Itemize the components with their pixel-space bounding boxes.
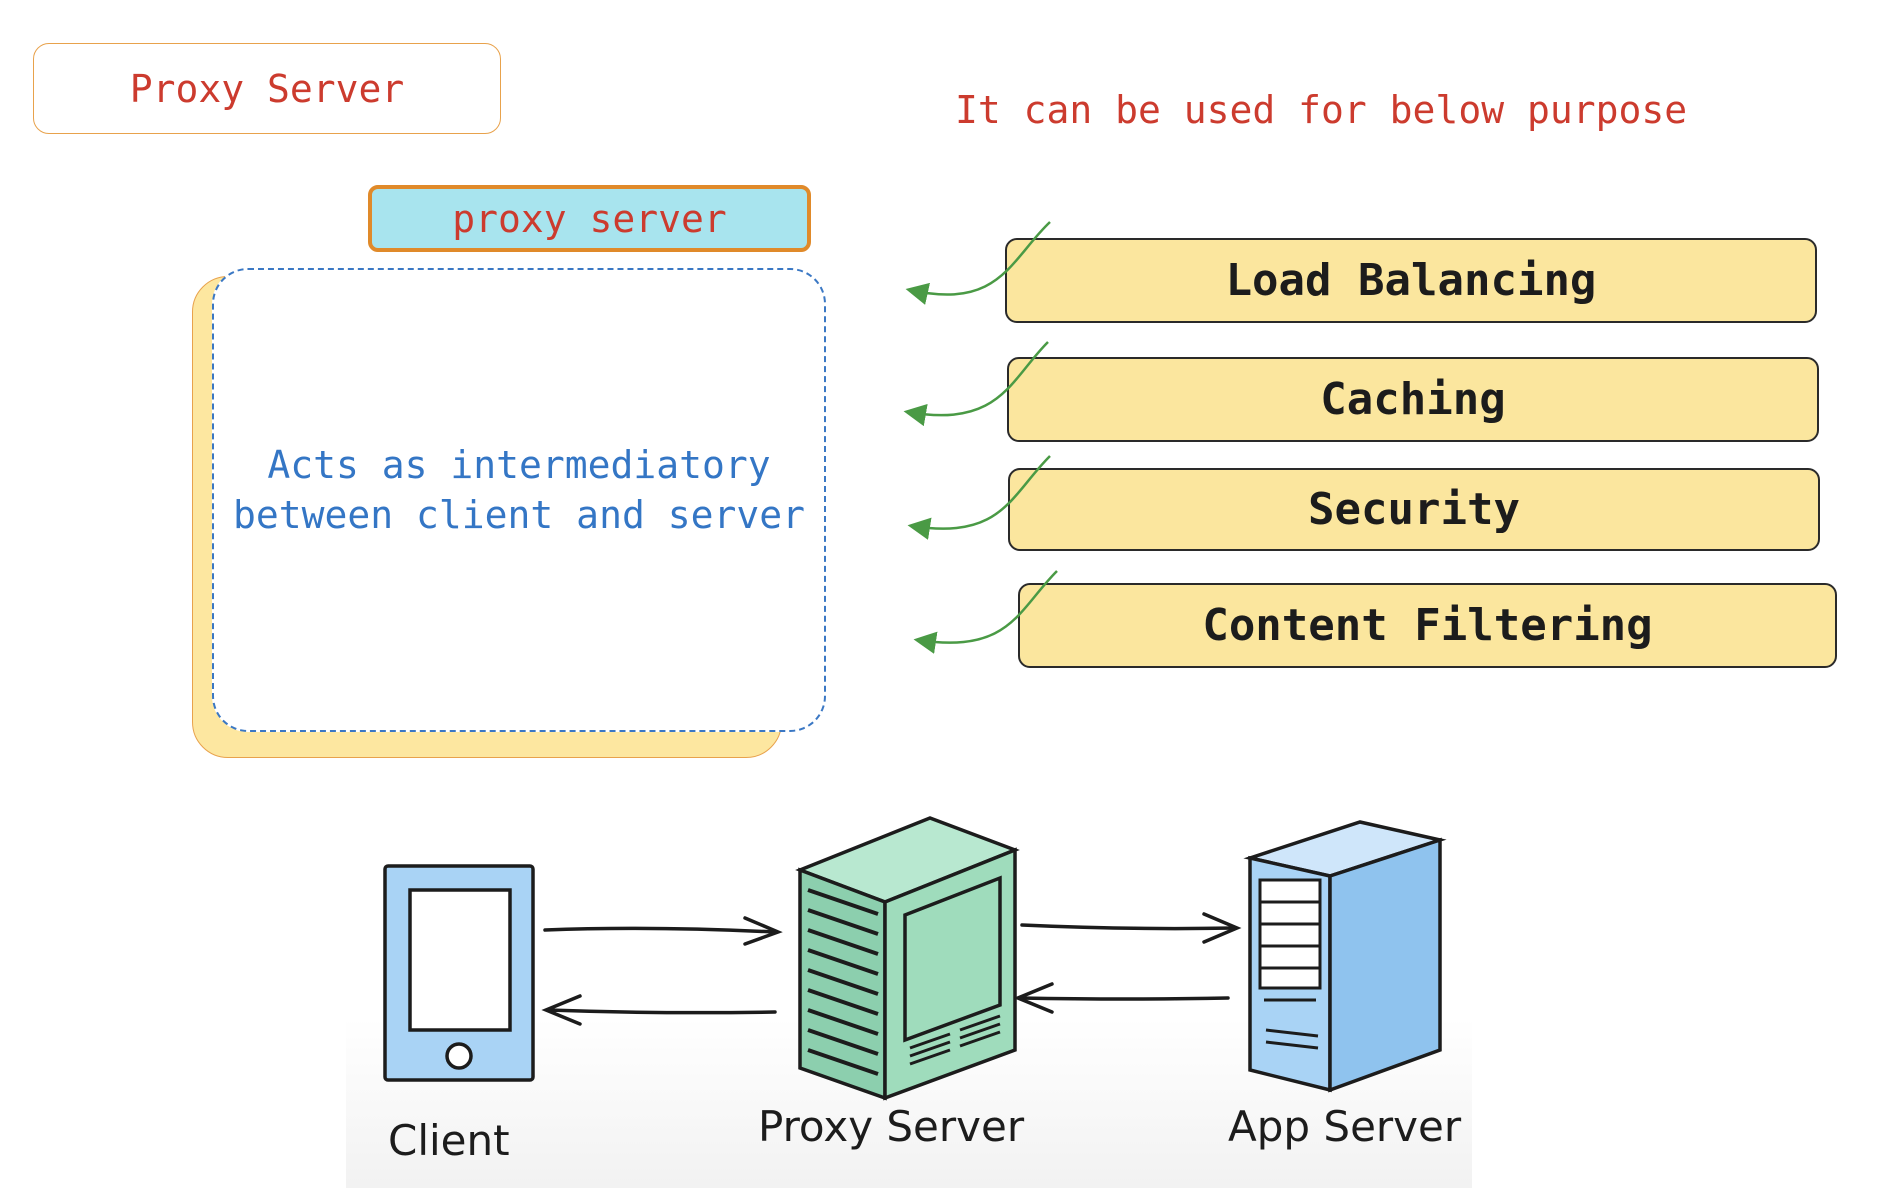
purpose-caching: Caching [1007,357,1819,442]
arrow-load-balancing [905,221,1051,305]
description-box: Acts as intermediatory between client an… [212,268,826,732]
proxy-server-tab: proxy server [368,185,811,252]
arrow-proxy-to-client [546,1008,777,1015]
purpose-load-balancing: Load Balancing [1005,238,1817,323]
purpose-label: Caching [1320,374,1506,425]
arrow-app-to-proxy [1018,996,1230,1001]
arrow-proxy-to-app [1020,923,1237,931]
arrow-content-filtering [913,570,1058,654]
arrow-security [907,455,1051,540]
client-caption: Client [388,1116,510,1165]
description-text: Acts as intermediatory between client an… [233,443,805,537]
app-server-icon [1243,820,1447,1093]
app-server-caption: App Server [1228,1102,1462,1151]
title-box: Proxy Server [33,43,501,134]
proxy-server-tab-label: proxy server [452,196,727,241]
proxy-server-icon [795,816,1020,1101]
purpose-security: Security [1008,468,1820,551]
arrow-proxy-to-app-head [1202,912,1242,944]
purpose-label: Security [1308,484,1520,535]
proxy-server-caption: Proxy Server [758,1102,1025,1151]
arrow-app-to-proxy-head [1013,982,1054,1014]
purpose-content-filtering: Content Filtering [1018,583,1837,668]
arrow-client-to-proxy [543,926,777,934]
purpose-label: Content Filtering [1202,600,1653,651]
purpose-heading: It can be used for below purpose [955,88,1688,132]
arrow-proxy-to-client-head [541,994,582,1026]
arrow-client-to-proxy-head [743,916,783,946]
purpose-label: Load Balancing [1225,255,1597,306]
arrow-caching [903,341,1049,427]
title-text: Proxy Server [129,66,405,111]
tablet-icon [383,864,535,1082]
